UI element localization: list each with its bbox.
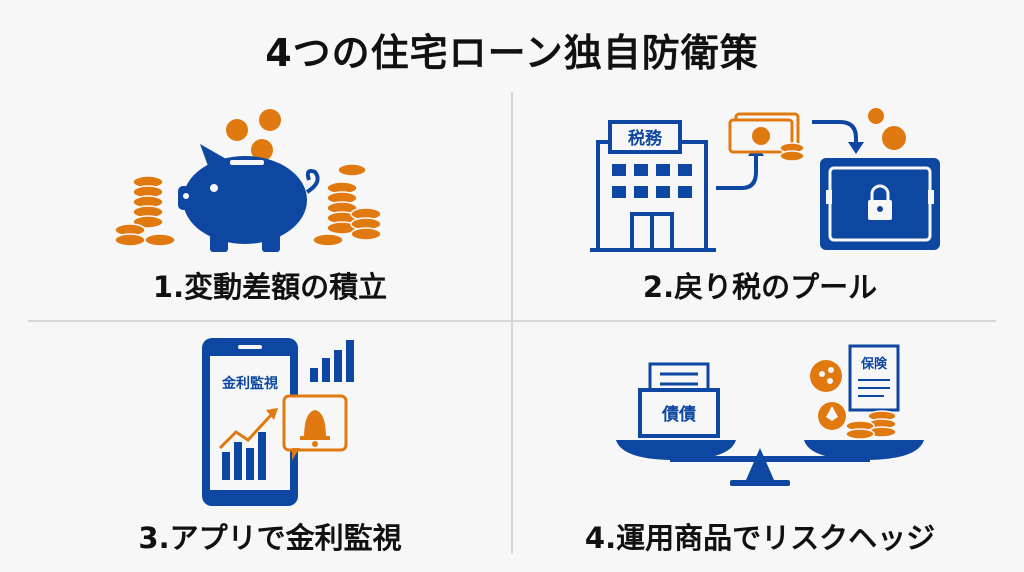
page-title: 4つの住宅ローン独自防衛策	[265, 31, 759, 75]
tax-refund-illustration: 税務	[590, 108, 940, 252]
insurance-document-icon: 保険	[848, 344, 900, 412]
smartphone-icon: 金利監視	[202, 338, 298, 506]
strategy-label-4: 4.運用商品でリスクヘッジ	[584, 521, 936, 555]
crypto-coin-icon	[810, 360, 846, 430]
coin-icon	[259, 109, 281, 131]
quadrant-rate-monitor: 金利監視 3.アプリで金利監視	[30, 330, 510, 555]
savings-illustration	[114, 109, 382, 252]
risk-hedge-illustration: 債債 保険	[616, 344, 924, 486]
insurance-label: 保険	[860, 356, 888, 372]
signal-bars-icon	[310, 340, 354, 382]
arrow-icon	[812, 120, 858, 144]
safe-lock-icon	[820, 158, 940, 250]
horizontal-divider	[28, 320, 996, 322]
vertical-divider	[511, 92, 513, 554]
screen-title: 金利監視	[221, 375, 278, 392]
quadrant-risk-hedge: 債債 保険	[520, 330, 1000, 555]
strategy-label-2: 2.戻り税のプール	[642, 270, 878, 304]
strategy-label-3: 3.アプリで金利監視	[138, 521, 402, 555]
coin-stack-icon	[312, 163, 382, 247]
arrow-icon	[716, 154, 758, 190]
tax-office-building-icon: 税務	[590, 120, 716, 252]
quadrant-savings: 1.変動差額の積立	[30, 92, 510, 312]
bond-label: 債債	[661, 404, 696, 425]
building-sign: 税務	[628, 128, 663, 149]
rate-monitor-illustration: 金利監視	[202, 338, 354, 506]
quadrant-tax-refund: 税務	[520, 92, 1000, 312]
bond-document-icon: 債債	[638, 362, 720, 438]
balance-scale-icon	[616, 440, 924, 486]
strategy-label-1: 1.変動差額の積立	[152, 270, 388, 304]
bell-notification-icon	[282, 394, 348, 460]
coin-icon	[251, 139, 273, 161]
coin-stack-icon	[845, 410, 897, 440]
line-chart-icon	[218, 408, 278, 480]
banknote-icon	[728, 112, 805, 162]
coin-icon	[226, 119, 248, 141]
coin-stack-icon	[114, 175, 176, 247]
piggy-bank-icon	[178, 144, 320, 252]
